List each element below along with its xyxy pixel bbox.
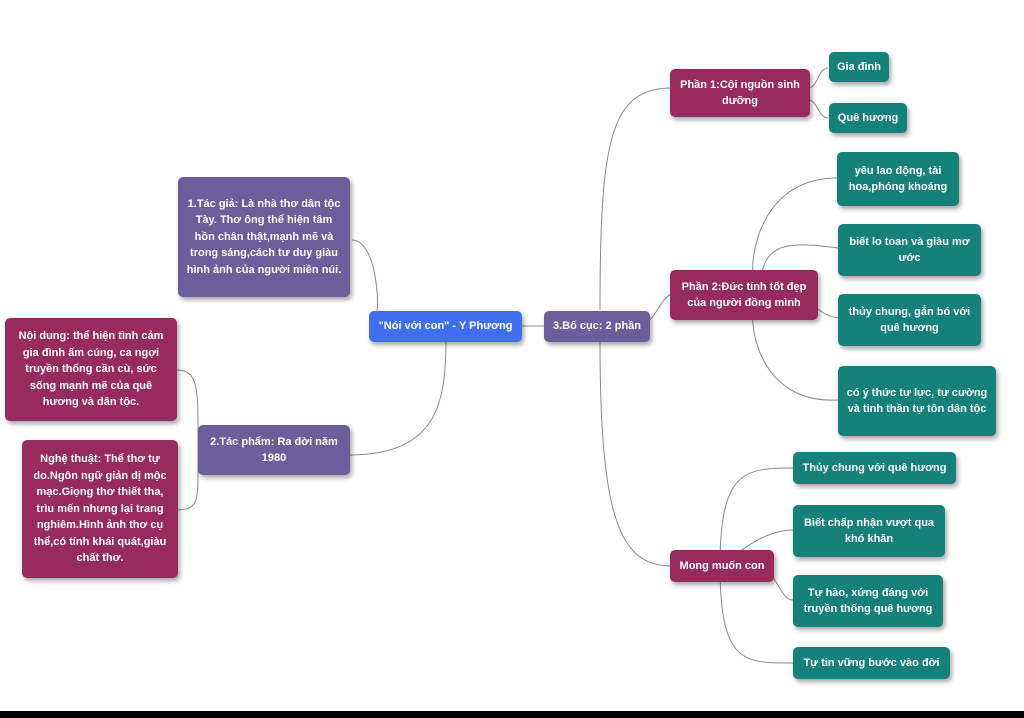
structure-node[interactable]: 3.Bố cục: 2 phần	[544, 311, 650, 342]
part2-item-3[interactable]: thủy chung, gắn bó với quê hương	[838, 294, 981, 346]
edge-structure-part1	[599, 87, 673, 311]
content-node[interactable]: Nội dung: thể hiện tình cảm gia đình ấm …	[5, 318, 177, 421]
wish-node[interactable]: Mong muốn con	[670, 550, 774, 582]
wish-item-3[interactable]: Tự hào, xứng đáng với truyền thống quê h…	[793, 575, 943, 627]
edge-structure-wish	[599, 339, 673, 567]
part2-node[interactable]: Phần 2:Đức tính tốt đẹp của người đồng m…	[670, 270, 818, 320]
edge-work-content	[175, 369, 199, 456]
root-node[interactable]: "Nói với con" - Y Phương	[369, 311, 522, 342]
wish-item-2[interactable]: Biết chấp nhận vượt qua khó khăn	[793, 505, 945, 557]
part2-item-4[interactable]: có ý thức tự lực, tự cường và tinh thần …	[838, 366, 996, 436]
edge-work-art	[175, 454, 199, 511]
art-node[interactable]: Nghệ thuật: Thể thơ tự do.Ngôn ngữ giản …	[22, 440, 178, 578]
part1-node[interactable]: Phần 1:Cội nguồn sinh dưỡng	[670, 69, 810, 117]
part2-item-1[interactable]: yêu lao động, tài hoa,phóng khoáng	[837, 152, 959, 206]
part2-item-2[interactable]: biết lo toan và giàu mơ ước	[838, 224, 981, 276]
wish-item-4[interactable]: Tự tin vững bước vào đời	[793, 647, 950, 679]
author-node[interactable]: 1.Tác giả: Là nhà thơ dân tộc Tày. Thơ ô…	[178, 177, 350, 297]
edge-part1-quehuong	[807, 99, 829, 119]
wish-item-1[interactable]: Thủy chung với quê hương	[793, 452, 956, 484]
part1-item-gia-dinh[interactable]: Gia đình	[829, 52, 889, 82]
edge-part1-giadinh	[807, 67, 829, 89]
edge-wish-item1	[719, 467, 794, 567]
edge-wish-item4	[719, 565, 794, 664]
part1-item-que-huong[interactable]: Quê hương	[829, 103, 907, 133]
work-node[interactable]: 2.Tác phẩm: Ra đời năm 1980	[198, 425, 350, 475]
edge-root-work	[347, 335, 447, 456]
bottom-bar	[0, 711, 1024, 718]
